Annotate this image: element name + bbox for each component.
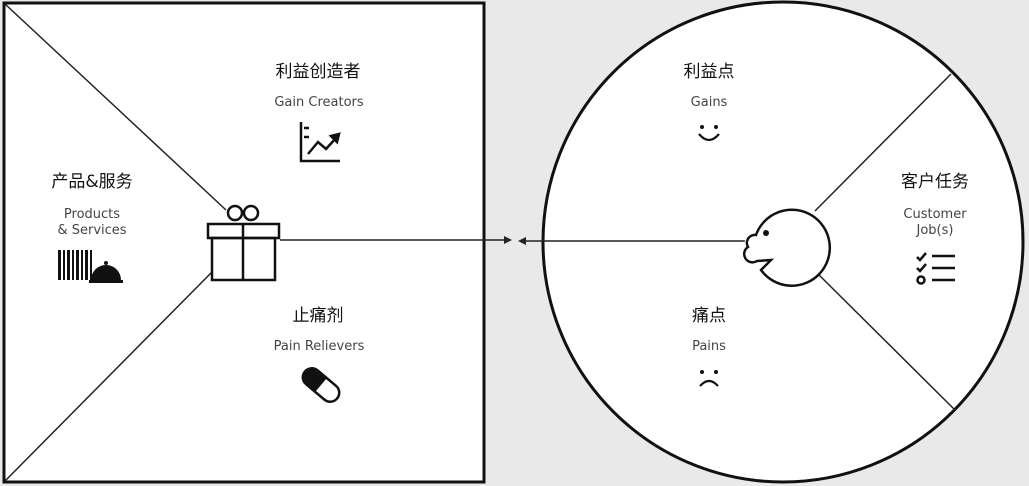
arrow-right-icon [504, 236, 512, 244]
pill-icon [301, 367, 341, 403]
barcode-cloche-icon [58, 250, 123, 283]
checklist-icon [916, 252, 955, 285]
customer-jobs-title: 客户任务 [901, 172, 969, 192]
pain-relievers-title: 止痛剂 [292, 306, 344, 326]
pain-relievers-label: Pain Relievers [273, 339, 365, 354]
arrow-left-icon [518, 237, 526, 245]
face-icon [743, 208, 832, 287]
divider-bottom-left [4, 271, 213, 482]
gain-creators-label: Gain Creators [274, 95, 364, 110]
products-services-label: Products& Services [57, 207, 127, 238]
chart-up-icon [299, 122, 341, 163]
frown-icon [699, 370, 719, 387]
divider-lower-right [814, 270, 956, 411]
pains-label: Pains [692, 339, 726, 354]
divider-upper-right [814, 73, 952, 212]
products-services-title: 产品&服务 [51, 172, 133, 192]
smile-icon [698, 125, 720, 142]
pains-title: 痛点 [692, 306, 726, 326]
gift-icon [206, 204, 281, 282]
divider-top-left [4, 3, 227, 211]
gains-label: Gains [690, 95, 728, 110]
gain-creators-title: 利益创造者 [275, 62, 361, 82]
gains-title: 利益点 [683, 62, 735, 82]
